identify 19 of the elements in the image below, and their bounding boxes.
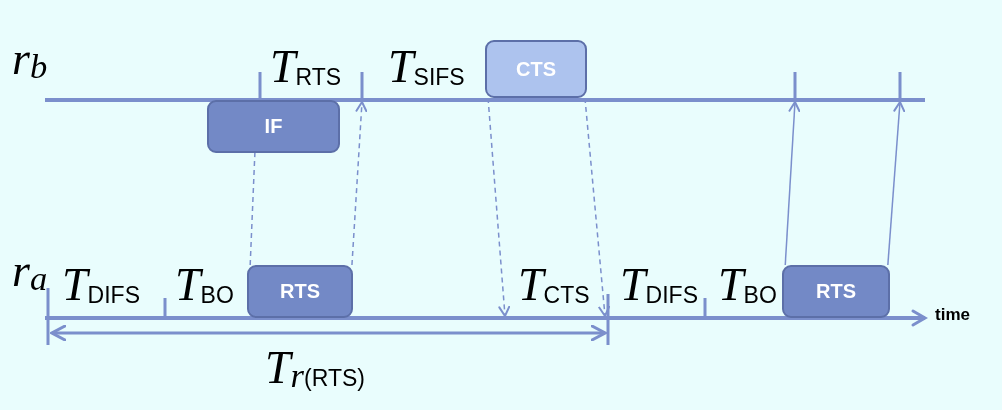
time-symbol: T$_{DIFS}$ <box>62 262 140 308</box>
time-symbol: T$_{RTS}$ <box>270 44 342 90</box>
time-axis <box>45 310 927 326</box>
arrow <box>784 101 801 266</box>
arrow <box>887 101 906 266</box>
frame-box: IF <box>207 100 340 153</box>
time-symbol: T$_{BO}$ <box>175 262 234 308</box>
frame-box: RTS <box>782 265 890 318</box>
time-symbol: T$_{DIFS}$ <box>620 262 698 308</box>
time-symbol: T$_{BO}$ <box>718 262 777 308</box>
time-symbol: T$_{CTS}$ <box>518 262 590 308</box>
time-symbol: r$_{a}$ <box>12 248 48 294</box>
axis-label: time <box>935 306 970 323</box>
frame-box: RTS <box>247 265 353 318</box>
time-symbol: r$_{b}$ <box>12 36 48 82</box>
time-symbol: T$_{SIFS}$ <box>388 44 465 90</box>
frame-box: CTS <box>485 40 587 98</box>
timeline <box>45 98 925 102</box>
arrow <box>351 101 368 266</box>
